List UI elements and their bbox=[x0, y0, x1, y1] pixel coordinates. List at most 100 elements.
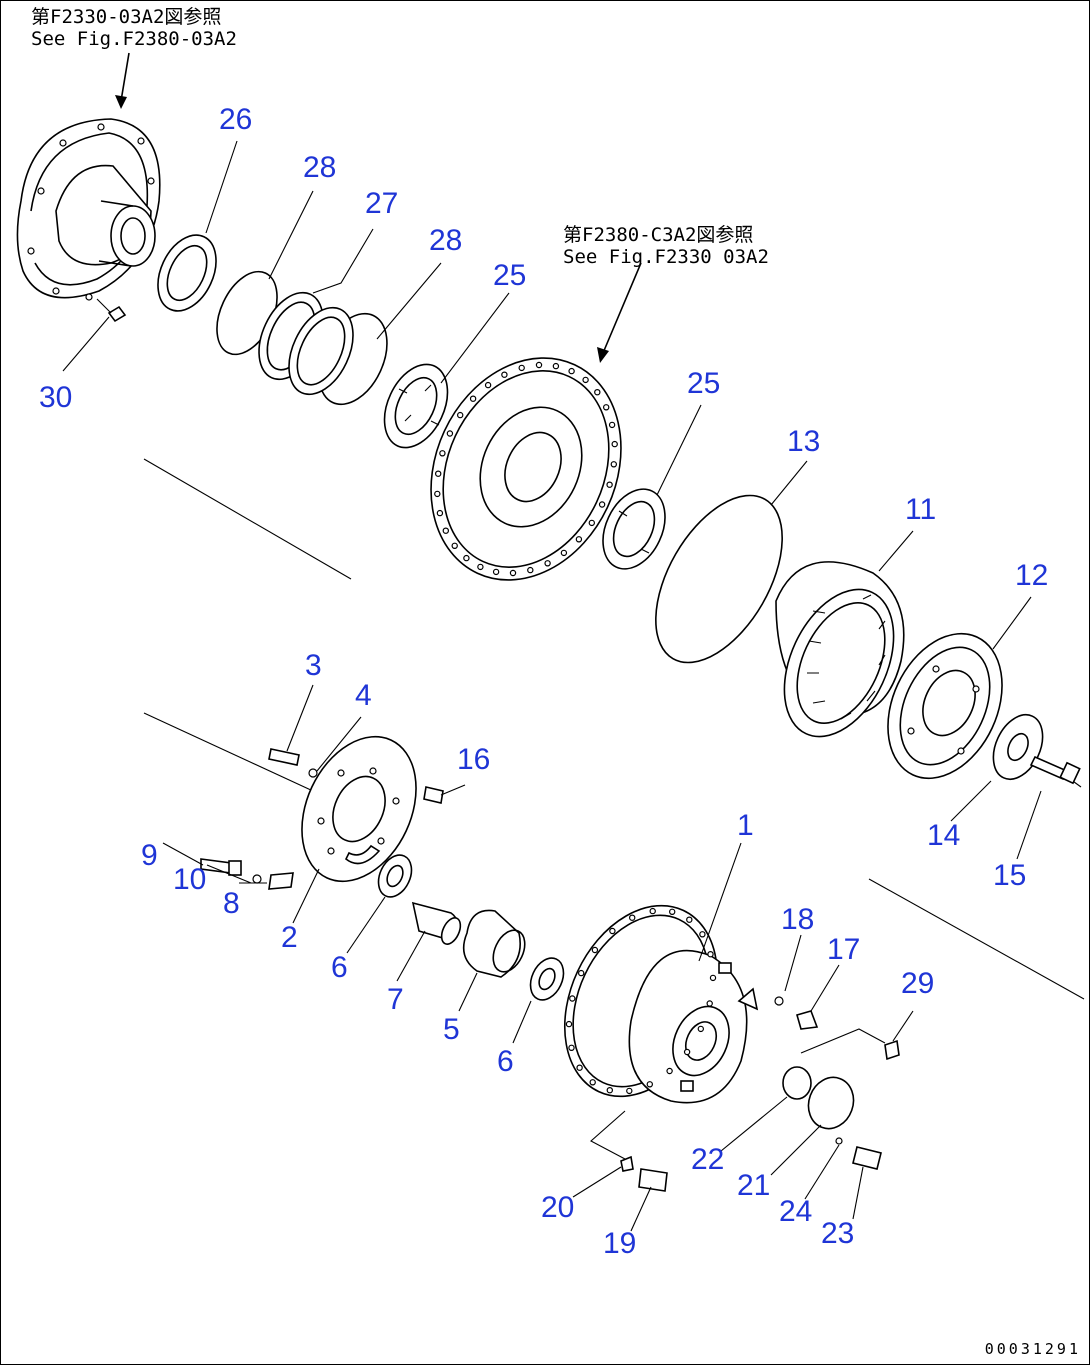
part-number-label: 13 bbox=[787, 425, 821, 458]
part-number-label: 19 bbox=[603, 1227, 637, 1260]
rim-hole bbox=[606, 481, 613, 488]
part-number-label: 25 bbox=[493, 259, 527, 292]
rim-hole bbox=[669, 908, 676, 916]
rim-hole bbox=[686, 916, 693, 923]
planet-gear-set bbox=[377, 854, 565, 1001]
part-number-label: 17 bbox=[827, 933, 861, 966]
rim-hole bbox=[588, 519, 596, 527]
rim-hole bbox=[527, 566, 534, 574]
rim-hole bbox=[610, 461, 618, 468]
rim-hole bbox=[565, 1020, 573, 1028]
rim-hole bbox=[544, 560, 551, 567]
rim-hole bbox=[706, 1000, 713, 1007]
rim-hole bbox=[568, 1044, 575, 1052]
rim-hole bbox=[568, 367, 575, 375]
rim-hole bbox=[569, 995, 576, 1002]
rim-hole bbox=[699, 931, 706, 938]
rim-hole bbox=[442, 527, 449, 534]
thrust-washer-bolt bbox=[992, 714, 1081, 785]
rim-hole bbox=[606, 1086, 614, 1094]
carrier-housing bbox=[16, 118, 161, 323]
drawing-code: 00031291 bbox=[984, 1340, 1081, 1358]
rim-hole bbox=[457, 411, 464, 419]
rim-hole bbox=[435, 470, 442, 477]
rim-hole bbox=[509, 569, 517, 577]
rim-hole bbox=[501, 371, 508, 378]
rim-hole bbox=[582, 376, 589, 384]
part-number-label: 24 bbox=[779, 1195, 813, 1228]
rim-hole bbox=[492, 568, 500, 576]
part-number-label: 12 bbox=[1015, 559, 1049, 592]
tapered-bearing-upper bbox=[383, 363, 449, 449]
part-number-label: 29 bbox=[901, 967, 935, 1000]
rim-hole bbox=[535, 361, 543, 369]
part-number-label: 22 bbox=[691, 1143, 725, 1176]
center-lines bbox=[143, 458, 1085, 1160]
part-number-label: 20 bbox=[541, 1191, 575, 1224]
rim-hole bbox=[451, 542, 458, 550]
carrier-plate bbox=[200, 735, 444, 890]
part-number-label: 9 bbox=[141, 839, 158, 872]
reference-note-en: See Fig.F2330 03A2 bbox=[563, 246, 769, 268]
part-number-label: 8 bbox=[223, 887, 240, 920]
final-drive-drum bbox=[563, 904, 759, 1104]
rim-hole bbox=[683, 1048, 691, 1056]
rim-hole bbox=[518, 364, 525, 372]
part-number-label: 30 bbox=[39, 381, 73, 414]
part-number-label: 15 bbox=[993, 859, 1027, 892]
rim-hole bbox=[666, 1067, 673, 1075]
fasteners bbox=[620, 996, 900, 1192]
rim-hole bbox=[709, 974, 717, 982]
ring-gear bbox=[775, 561, 905, 738]
rim-hole bbox=[697, 1025, 705, 1033]
reference-note-en: See Fig.F2380-03A2 bbox=[31, 28, 237, 50]
rim-hole bbox=[463, 554, 470, 562]
reference-note-jp: 第F2330-03A2図参照 bbox=[31, 6, 222, 28]
rim-hole bbox=[436, 509, 444, 517]
part-number-label: 26 bbox=[219, 103, 253, 136]
rim-hole bbox=[649, 907, 656, 915]
part-number-label: 18 bbox=[781, 903, 815, 936]
part-number-label: 7 bbox=[387, 983, 404, 1016]
rim-hole bbox=[629, 914, 636, 921]
rim-hole bbox=[589, 1079, 596, 1086]
rim-hole bbox=[575, 536, 583, 543]
rim-hole bbox=[646, 1081, 654, 1088]
part-number-label: 23 bbox=[821, 1217, 855, 1250]
rim-hole bbox=[560, 549, 568, 557]
rim-hole bbox=[576, 1064, 583, 1071]
rim-hole bbox=[626, 1087, 633, 1095]
part-number-label: 4 bbox=[355, 679, 372, 712]
rim-hole bbox=[591, 946, 599, 954]
rim-hole bbox=[611, 440, 618, 448]
part-number-label: 5 bbox=[443, 1013, 460, 1046]
hub-sprocket bbox=[430, 357, 622, 581]
part-number-label: 6 bbox=[497, 1045, 514, 1078]
part-number-label: 11 bbox=[905, 493, 937, 526]
part-number-label: 10 bbox=[173, 863, 207, 896]
rim-hole bbox=[608, 421, 616, 429]
rim-hole bbox=[598, 501, 606, 508]
tapered-bearing-lower bbox=[602, 488, 666, 570]
part-number-label: 2 bbox=[281, 921, 298, 954]
rim-hole bbox=[578, 969, 585, 977]
rim-hole bbox=[434, 490, 441, 498]
rim-hole bbox=[603, 404, 610, 411]
part-number-label: 28 bbox=[429, 224, 463, 257]
part-number-label: 1 bbox=[737, 809, 754, 842]
part-number-label: 27 bbox=[365, 187, 399, 220]
oil-seal bbox=[157, 234, 217, 312]
rim-hole bbox=[594, 389, 601, 396]
part-number-label: 25 bbox=[687, 367, 721, 400]
planetary-hub bbox=[887, 632, 1003, 780]
part-number-label: 3 bbox=[305, 649, 322, 682]
part-number-label: 28 bbox=[303, 151, 337, 184]
floating-seal bbox=[258, 291, 354, 396]
part-number-label: 14 bbox=[927, 819, 961, 852]
rim-hole bbox=[439, 450, 446, 457]
o-ring bbox=[655, 494, 783, 664]
rim-hole bbox=[707, 951, 714, 958]
rim-hole bbox=[469, 395, 477, 402]
